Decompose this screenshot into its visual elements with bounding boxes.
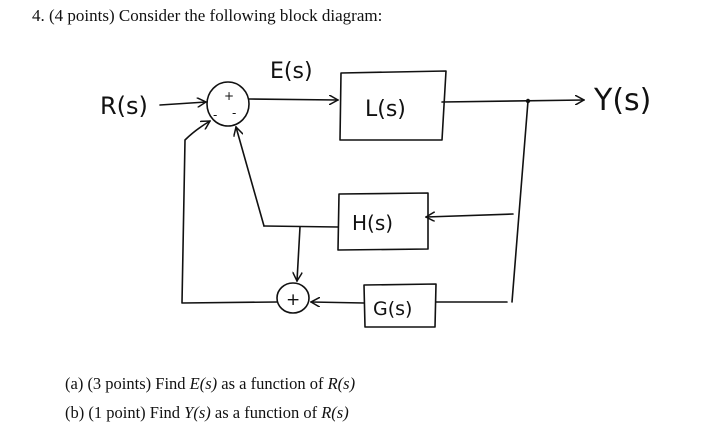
- question-b-arg: R(s): [321, 403, 349, 422]
- g-output-arrow: [311, 302, 365, 303]
- block-L: [339, 70, 447, 141]
- input-label: R(s): [100, 92, 148, 120]
- h-feedback-arrow: [236, 127, 265, 227]
- sum1-sign-minus-right: -: [232, 106, 236, 120]
- feedback-trunk: [511, 100, 529, 303]
- question-a: (a) (3 points) Find E(s) as a function o…: [65, 374, 355, 394]
- question-a-rest: as a function of: [217, 374, 328, 393]
- block-L-label: L(s): [365, 97, 406, 122]
- error-label: E(s): [270, 59, 313, 84]
- question-a-text: (a) (3 points) Find: [65, 374, 190, 393]
- input-arrow: [159, 102, 206, 105]
- question-a-arg: R(s): [327, 374, 356, 393]
- sum2-sign-plus: +: [286, 290, 300, 310]
- block-G-label: G(s): [373, 298, 412, 320]
- question-b-text: (b) (1 point) Find: [65, 403, 185, 422]
- outer-feedback-arrow: [181, 120, 278, 304]
- error-arrow: [248, 99, 338, 100]
- block-H-label: H(s): [352, 211, 393, 235]
- h-to-sum2-arrow: [297, 226, 300, 281]
- output-arrow: [441, 100, 584, 102]
- h-input-arrow: [426, 214, 514, 217]
- question-b-rest: as a function of: [210, 403, 322, 422]
- question-b-var: Y(s): [184, 403, 211, 422]
- summing-junction-1: [206, 81, 250, 127]
- question-a-var: E(s): [189, 374, 218, 393]
- block-H: [337, 192, 429, 251]
- h-output-line: [263, 225, 339, 228]
- block-G: [363, 283, 437, 328]
- summing-junction-2: [276, 282, 310, 314]
- problem-title: 4. (4 points) Consider the following blo…: [32, 6, 383, 25]
- output-label: Y(s): [593, 83, 651, 118]
- question-b: (b) (1 point) Find Y(s) as a function of…: [65, 403, 349, 423]
- sum1-sign-plus: +: [224, 89, 234, 103]
- sum1-sign-minus-left: -: [213, 108, 217, 122]
